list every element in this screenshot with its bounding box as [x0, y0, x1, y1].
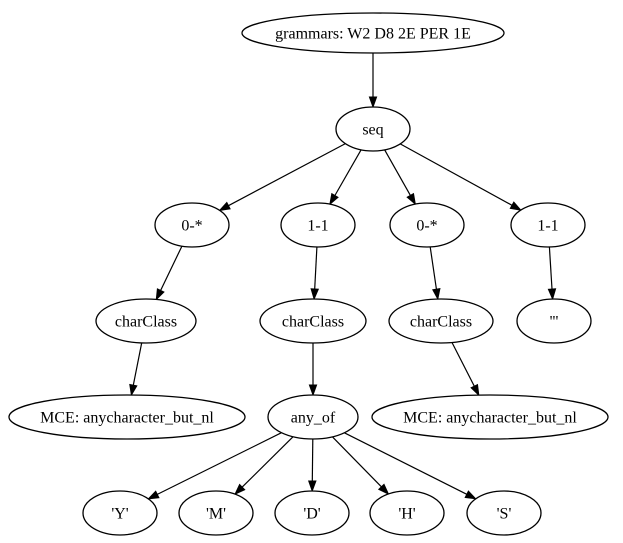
- edge-cc2-to-anyof: [308, 343, 318, 397]
- edge-seq-to-rep4: [399, 143, 523, 211]
- node-quote-literal: ''': [516, 298, 592, 344]
- node-charclass-right-label: charClass: [410, 314, 472, 331]
- node-repeat-0-star-left: 0-*: [154, 202, 230, 248]
- edge-line: [132, 342, 143, 386]
- node-literal-s-label: 'S': [497, 506, 512, 523]
- edge-line: [331, 436, 382, 488]
- node-quote-literal-label: ''': [550, 314, 559, 331]
- edge-line: [344, 432, 468, 495]
- edge-root-to-seq: [368, 53, 378, 109]
- edge-seq-to-rep1: [218, 143, 346, 212]
- node-root: grammars: W2 D8 2E PER 1E: [241, 12, 505, 54]
- node-mce-right-label: MCE: anycharacter_but_nl: [403, 410, 577, 427]
- node-literal-y: 'Y': [82, 490, 158, 536]
- edge-line: [241, 436, 294, 488]
- node-seq: seq: [335, 106, 411, 152]
- edge-seq-to-rep3: [384, 149, 417, 206]
- node-literal-h: 'H': [369, 490, 445, 536]
- edge-line: [399, 143, 513, 206]
- edge-cc1-to-mce1: [129, 342, 143, 397]
- edge-line: [314, 246, 318, 290]
- arrowhead-icon: [218, 201, 231, 212]
- edge-line: [548, 246, 553, 290]
- edge-line: [157, 432, 282, 495]
- edge-anyof-to-lit_h: [331, 436, 390, 496]
- arrowhead-icon: [329, 192, 339, 206]
- edge-line: [311, 438, 314, 482]
- node-mce-left: MCE: anycharacter_but_nl: [8, 394, 246, 440]
- arrowhead-icon: [155, 288, 165, 301]
- node-charclass-middle: charClass: [259, 298, 367, 344]
- node-literal-s: 'S': [466, 490, 542, 536]
- node-seq-label: seq: [362, 122, 383, 139]
- edge-rep4-to-quote: [547, 246, 557, 301]
- edge-anyof-to-lit_d: [307, 438, 317, 493]
- arrowhead-icon: [310, 288, 320, 301]
- arrowhead-icon: [147, 490, 160, 500]
- node-literal-m-label: 'M': [206, 506, 226, 523]
- node-repeat-1-1-right-label: 1-1: [537, 218, 558, 235]
- node-literal-m: 'M': [178, 490, 254, 536]
- node-repeat-1-1-left: 1-1: [280, 202, 356, 248]
- node-repeat-0-star-right: 0-*: [389, 202, 465, 248]
- arrowhead-icon: [377, 483, 390, 496]
- arrowhead-icon: [129, 383, 138, 397]
- node-literal-d-label: 'D': [303, 506, 320, 523]
- edge-line: [160, 245, 183, 291]
- node-charclass-right: charClass: [388, 298, 494, 344]
- arrowhead-icon: [470, 383, 480, 397]
- node-literal-y-label: 'Y': [111, 506, 128, 523]
- arrowhead-icon: [432, 287, 441, 301]
- edges-layer: [129, 53, 557, 500]
- edge-line: [451, 342, 475, 387]
- arrowhead-icon: [547, 288, 557, 301]
- node-root-label: grammars: W2 D8 2E PER 1E: [275, 26, 471, 43]
- edge-rep3-to-cc3: [429, 246, 441, 301]
- node-any-of: any_of: [267, 394, 359, 440]
- arrowhead-icon: [406, 192, 417, 206]
- node-any-of-label: any_of: [291, 410, 336, 427]
- node-literal-d: 'D': [274, 490, 350, 536]
- node-literal-h-label: 'H': [398, 506, 415, 523]
- edge-seq-to-rep2: [329, 149, 362, 206]
- nodes-layer: grammars: W2 D8 2E PER 1E seq 0-* 1-1 0-…: [8, 12, 609, 536]
- arrowhead-icon: [509, 201, 523, 211]
- arrowhead-icon: [307, 480, 317, 493]
- arrowhead-icon: [308, 384, 318, 397]
- edge-line: [228, 143, 346, 207]
- arrowhead-icon: [368, 96, 378, 109]
- node-charclass-middle-label: charClass: [282, 314, 344, 331]
- edge-line: [384, 149, 411, 196]
- edge-anyof-to-lit_m: [234, 436, 294, 496]
- edge-anyof-to-lit_y: [147, 432, 282, 500]
- arrowhead-icon: [464, 490, 478, 500]
- node-repeat-1-1-left-label: 1-1: [307, 218, 328, 235]
- node-charclass-left-label: charClass: [115, 314, 177, 331]
- edge-anyof-to-lit_s: [344, 432, 478, 500]
- edge-cc3-to-mce2: [451, 342, 480, 397]
- node-repeat-0-star-left-label: 0-*: [181, 218, 202, 235]
- node-mce-left-label: MCE: anycharacter_but_nl: [40, 410, 214, 427]
- node-charclass-left: charClass: [95, 298, 197, 344]
- arrowhead-icon: [234, 483, 246, 496]
- edge-rep1-to-cc1: [155, 245, 183, 301]
- node-repeat-0-star-right-label: 0-*: [416, 218, 437, 235]
- edge-line: [429, 246, 437, 290]
- edge-line: [334, 149, 362, 196]
- node-repeat-1-1-right: 1-1: [510, 202, 586, 248]
- node-mce-right: MCE: anycharacter_but_nl: [371, 394, 609, 440]
- edge-rep2-to-cc2: [310, 246, 320, 301]
